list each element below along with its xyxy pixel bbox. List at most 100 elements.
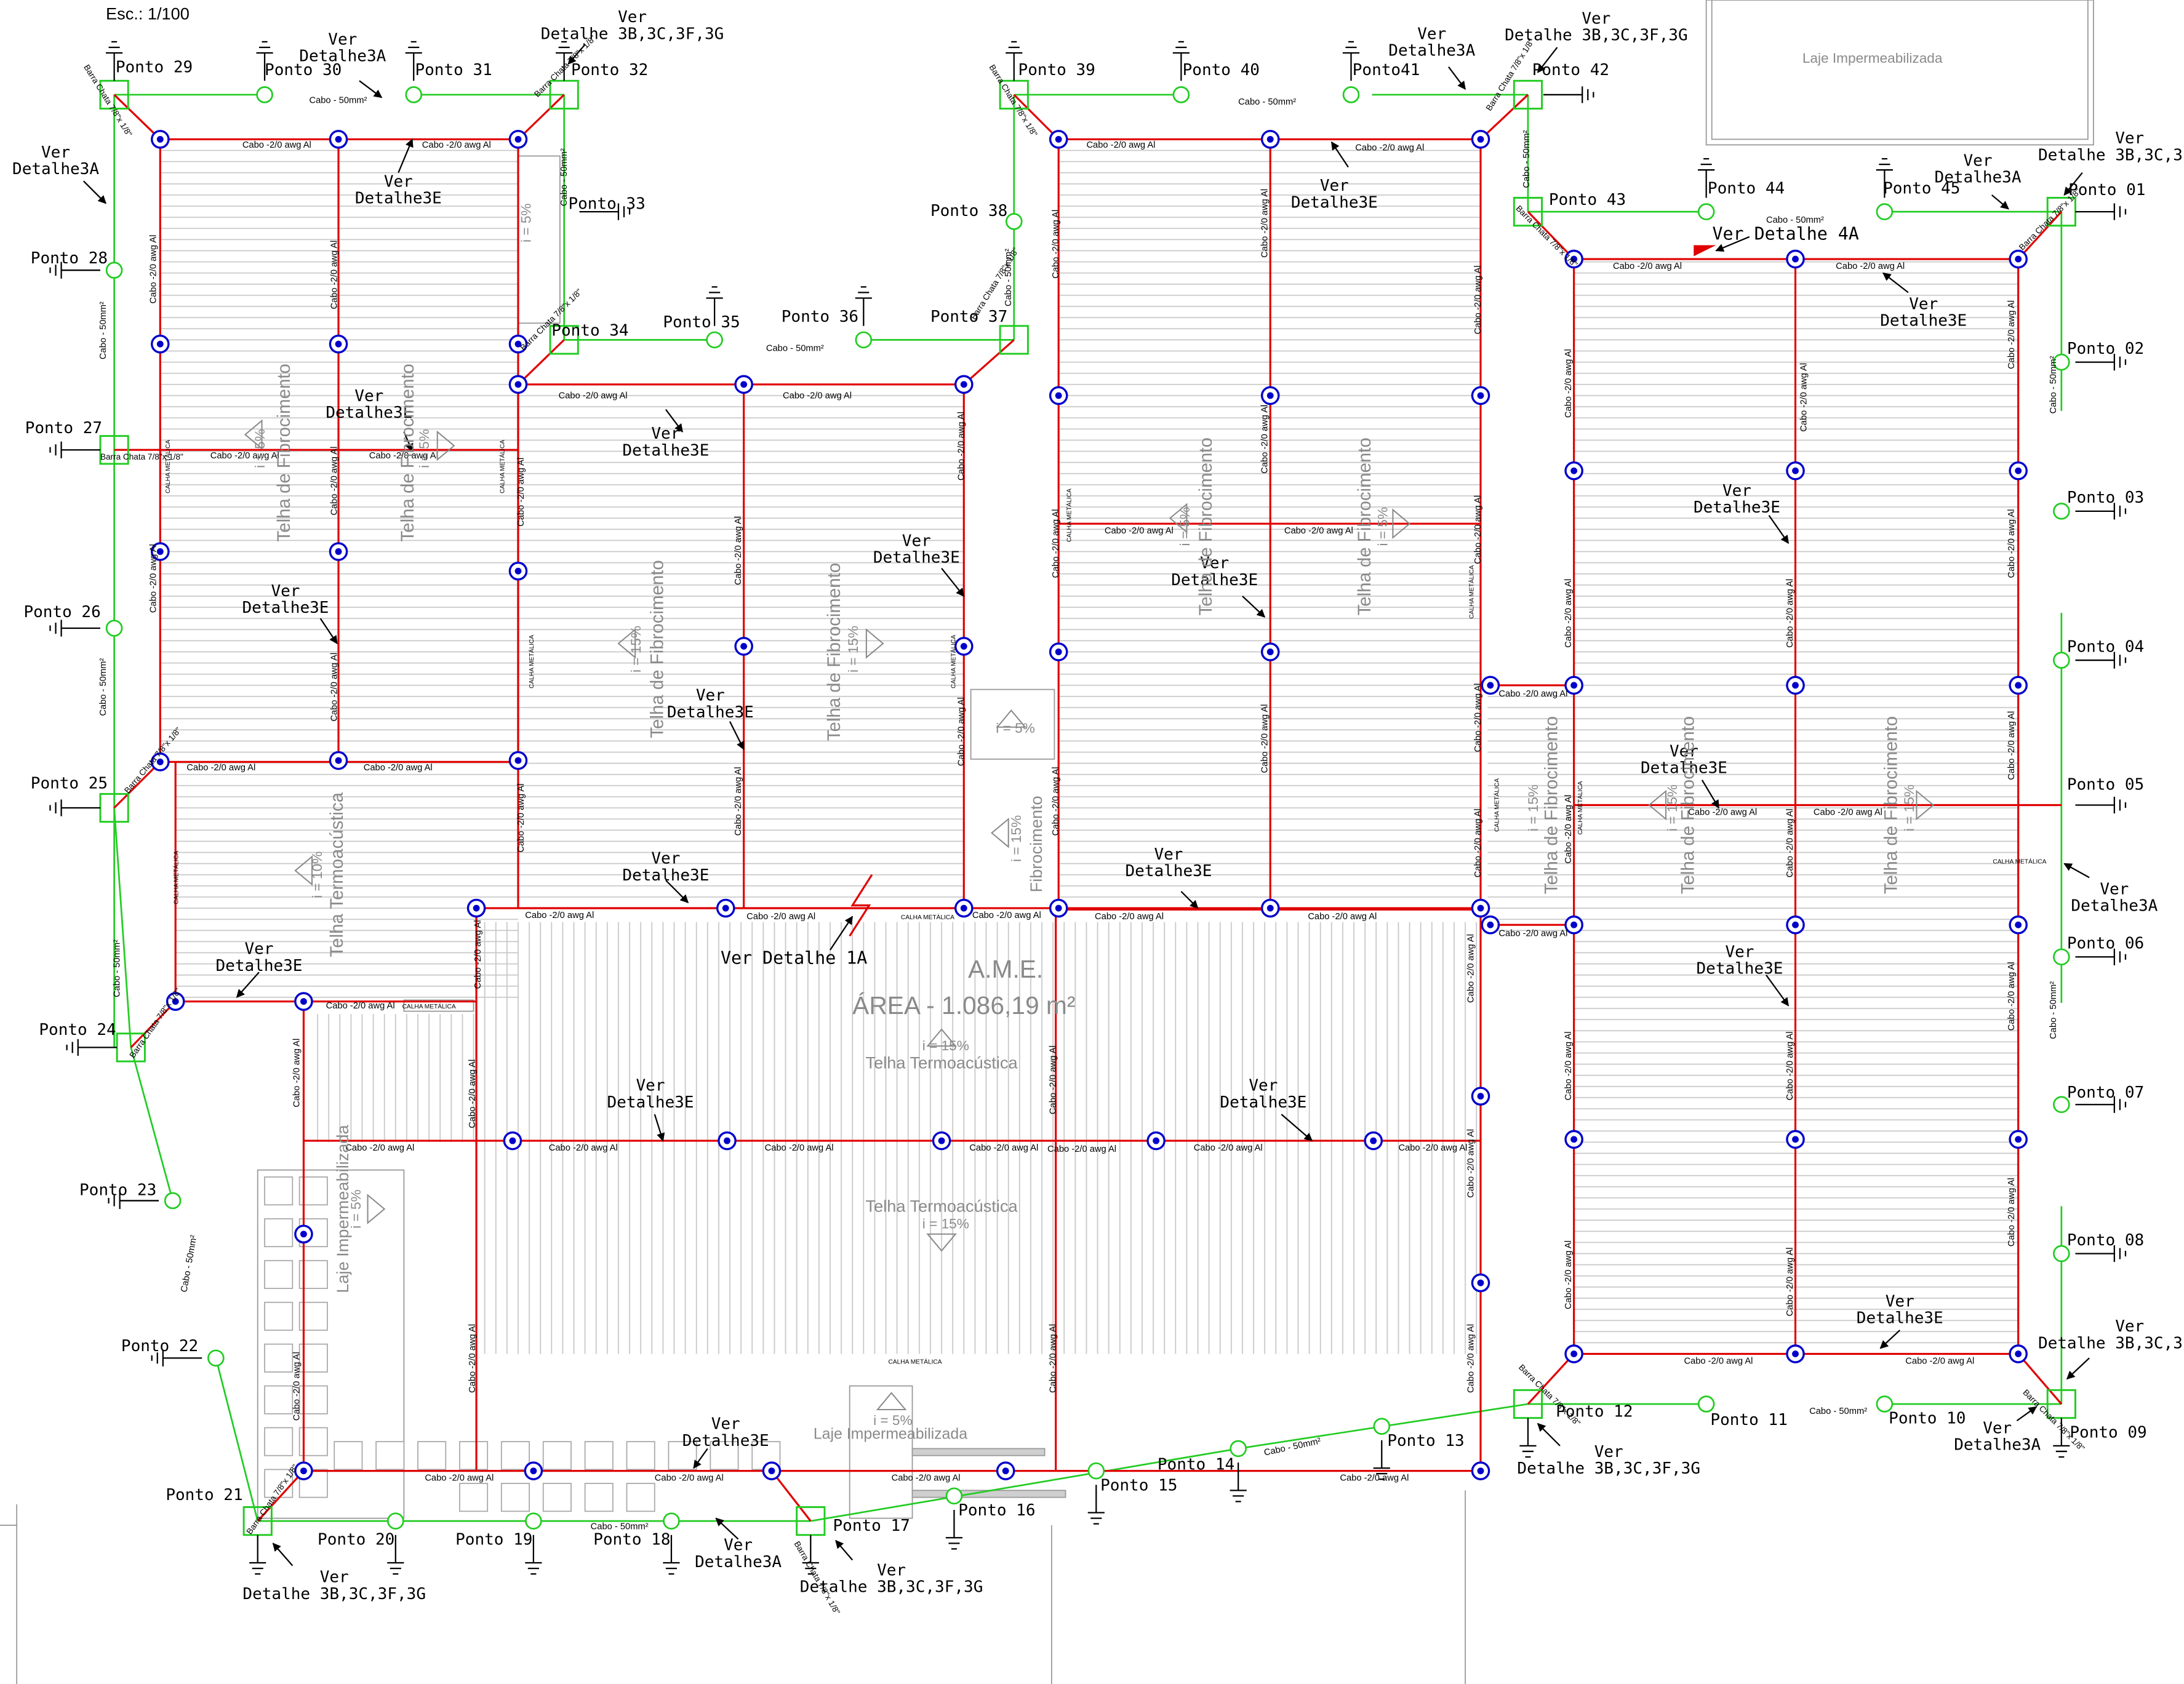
ground-electrode xyxy=(386,1512,404,1530)
svg-text:Detalhe3E: Detalhe3E xyxy=(1126,862,1212,880)
air-terminal-core xyxy=(300,1467,307,1475)
ground-symbol xyxy=(2075,354,2127,371)
svg-text:Detalhe3E: Detalhe3E xyxy=(667,703,754,722)
ponto-label: Ponto 17 xyxy=(833,1517,910,1535)
cable-label: Cabo -2/0 awg Al xyxy=(468,1059,478,1128)
ground-cable-label: Cabo - 50mm² xyxy=(559,148,569,206)
ponto-label: Ponto 13 xyxy=(1387,1432,1464,1450)
svg-text:Detalhe3E: Detalhe3E xyxy=(1880,312,1967,330)
cable-label: Cabo -2/0 awg Al xyxy=(1095,912,1164,922)
roof-label: i = 15% xyxy=(1009,815,1024,862)
cable-label: Cabo -2/0 awg Al xyxy=(1785,579,1795,648)
ground-symbols xyxy=(49,41,2127,1575)
ground-electrode xyxy=(1005,213,1023,230)
air-terminal-core xyxy=(1370,1137,1377,1144)
cable-label: Cabo -2/0 awg Al xyxy=(969,1143,1038,1153)
slope-arrow-icon xyxy=(1169,503,1188,533)
ground-electrode xyxy=(1230,1440,1247,1458)
cable-label: Cabo -2/0 awg Al xyxy=(422,140,491,150)
cable-label: Cabo -2/0 awg Al xyxy=(2007,711,2017,780)
ground-electrode xyxy=(1342,86,1360,103)
air-terminal-core xyxy=(514,567,522,575)
cable-label: Cabo -2/0 awg Al xyxy=(1684,1356,1753,1366)
air-terminal-core xyxy=(156,340,164,348)
cable-label: Cabo -2/0 awg Al xyxy=(892,1473,961,1483)
ground-electrode xyxy=(525,1512,542,1530)
air-terminal-core xyxy=(1055,904,1062,912)
ground-cable-label: Cabo - 50mm² xyxy=(179,1234,199,1293)
cable-label: Cabo -2/0 awg Al xyxy=(330,447,340,516)
roof-label: i = 5% xyxy=(252,429,268,468)
cable-label: Cabo -2/0 awg Al xyxy=(1814,807,1882,817)
ponto-label: Ponto 15 xyxy=(1100,1476,1177,1494)
air-terminal-core xyxy=(1266,392,1274,399)
ground-symbol xyxy=(1876,158,1893,198)
cable-label: Cabo -2/0 awg Al xyxy=(2007,509,2017,578)
laje-bottom-label: Laje Impermeabilizada xyxy=(814,1426,967,1443)
svg-text:Ver: Ver xyxy=(1200,554,1229,573)
slope-arrow-icon xyxy=(244,419,263,450)
air-terminal-core xyxy=(1792,1136,1799,1143)
roof-label: i = 15% xyxy=(846,626,861,672)
air-terminal-core xyxy=(740,642,748,650)
cable-label: Cabo -2/0 awg Al xyxy=(1785,1031,1795,1100)
svg-text:Detalhe3E: Detalhe3E xyxy=(1220,1093,1306,1112)
air-terminal-core xyxy=(156,548,164,555)
ground-electrode xyxy=(663,1512,680,1530)
cable-label: Cabo -2/0 awg Al xyxy=(2007,962,2017,1031)
ground-symbol xyxy=(2075,652,2127,669)
ponto-label: Ponto 10 xyxy=(1889,1410,1966,1428)
svg-text:Ver: Ver xyxy=(1594,1443,1623,1461)
roof-label: i = 5% xyxy=(518,203,534,242)
slope-arrow-icon xyxy=(1392,508,1411,540)
roof-label: Fibrocimento xyxy=(1026,796,1046,892)
ground-cable-label: Cabo - 50mm² xyxy=(98,301,108,359)
ground-symbol xyxy=(945,1510,963,1550)
cable-label: Cabo -2/0 awg Al xyxy=(1047,1144,1116,1154)
detail-callout: Ver Detalhe 4A xyxy=(1712,223,1859,252)
ground-electrode xyxy=(1697,1395,1715,1413)
air-terminals xyxy=(151,130,2028,1480)
roof-label: Telha de Fibrocimento xyxy=(1881,716,1902,894)
ponto-label: Ponto 34 xyxy=(551,322,628,340)
ground-symbol xyxy=(108,1192,159,1210)
roof-label: Laje Impermeabilizada xyxy=(333,1125,352,1293)
slope-arrow-icon xyxy=(617,628,636,659)
laje-grid xyxy=(264,1176,781,1512)
svg-text:Detalhe3E: Detalhe3E xyxy=(622,441,709,460)
ground-symbol xyxy=(802,1534,819,1575)
ground-symbol xyxy=(387,1534,404,1575)
cable-label: Cabo -2/0 awg Al xyxy=(746,912,815,922)
ponto-label: Ponto 02 xyxy=(2067,340,2144,358)
cable-label: Cabo -2/0 awg Al xyxy=(1086,140,1155,150)
svg-text:Detalhe3A: Detalhe3A xyxy=(1388,42,1475,60)
air-terminal-core xyxy=(300,1231,307,1238)
ground-symbol xyxy=(1172,41,1190,81)
air-terminal-core xyxy=(1266,648,1274,655)
svg-text:Detalhe3E: Detalhe3E xyxy=(1697,959,1783,978)
barra-chata-box xyxy=(999,325,1029,355)
cable-label: Cabo -2/0 awg Al xyxy=(1785,808,1795,877)
svg-text:Ver: Ver xyxy=(1417,25,1446,43)
ground-electrode xyxy=(945,1487,963,1505)
svg-text:Ver: Ver xyxy=(328,30,357,49)
ponto-label: Ponto 01 xyxy=(2068,181,2145,199)
ground-symbol xyxy=(2075,1245,2127,1263)
air-terminal-core xyxy=(724,1137,730,1144)
ponto-label: Ponto 29 xyxy=(116,58,193,77)
cable-label: Cabo -2/0 awg Al xyxy=(1564,349,1574,418)
ponto-label: Ponto 31 xyxy=(415,61,492,79)
air-terminal-core xyxy=(740,381,748,388)
barra-chata-box xyxy=(1513,79,1543,110)
ground-electrode xyxy=(405,86,423,103)
air-terminal-core xyxy=(1570,467,1578,474)
